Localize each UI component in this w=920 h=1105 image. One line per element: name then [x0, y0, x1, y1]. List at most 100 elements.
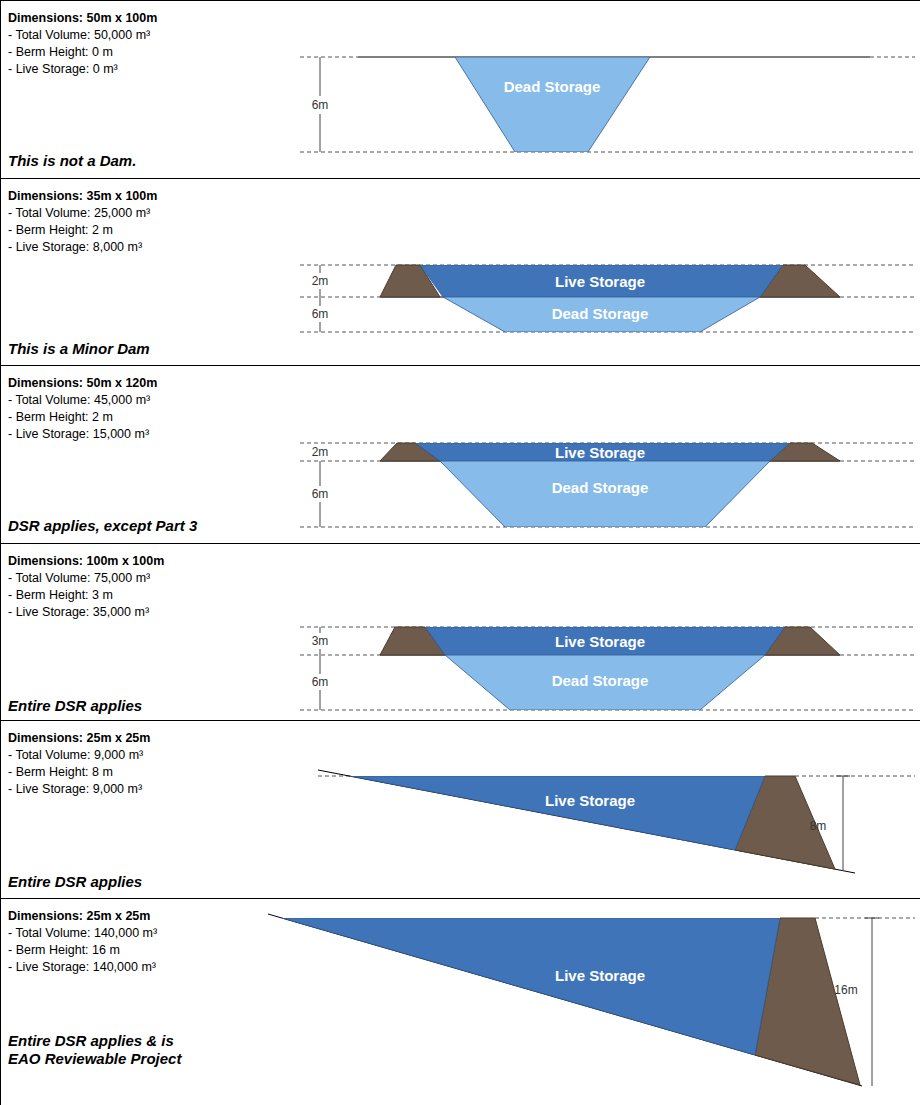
height-marker — [836, 776, 850, 777]
spec-line: - Berm Height: 3 m — [8, 587, 113, 603]
spec-line: - Total Volume: 25,000 m³ — [8, 205, 150, 221]
dimensions-heading: Dimensions: 35m x 100m — [8, 188, 157, 204]
reference-line — [870, 57, 915, 58]
storage-fill — [455, 57, 650, 152]
height-value: 6m — [312, 676, 329, 689]
height-value: 3m — [312, 635, 329, 648]
height-marker — [872, 918, 873, 1086]
reference-line — [840, 461, 915, 462]
classification-note: Entire DSR applies & is EAO Reviewable P… — [8, 1032, 208, 1068]
storage-label: Dead Storage — [504, 79, 601, 94]
height-marker — [320, 649, 321, 655]
reference-line — [300, 461, 380, 462]
spec-line: - Total Volume: 75,000 m³ — [8, 570, 150, 586]
height-marker — [320, 461, 321, 486]
spec-line: - Berm Height: 8 m — [8, 764, 113, 780]
height-marker — [320, 57, 321, 96]
reference-line — [840, 655, 915, 656]
spec-line: - Berm Height: 2 m — [8, 222, 113, 238]
spec-line: - Total Volume: 50,000 m³ — [8, 27, 150, 43]
height-marker — [320, 502, 321, 527]
height-marker — [320, 627, 321, 633]
dimensions-heading: Dimensions: 50m x 100m — [8, 10, 157, 26]
storage-shape — [455, 57, 650, 152]
spec-line: - Berm Height: 0 m — [8, 44, 113, 60]
row-divider — [0, 543, 920, 544]
storage-region: Live Storage — [350, 776, 765, 850]
height-marker — [843, 776, 844, 871]
height-marker — [320, 297, 321, 306]
storage-label: Live Storage — [555, 445, 645, 460]
storage-shape — [350, 776, 765, 850]
height-marker — [865, 918, 879, 919]
storage-fill — [445, 655, 765, 710]
height-value: 6m — [312, 308, 329, 321]
classification-note: DSR applies, except Part 3 — [8, 517, 208, 535]
row-divider — [0, 0, 920, 1]
spec-line: - Live Storage: 15,000 m³ — [8, 426, 149, 442]
height-marker — [320, 322, 321, 332]
classification-note: This is not a Dam. — [8, 152, 208, 170]
dimensions-heading: Dimensions: 25m x 25m — [8, 908, 150, 924]
storage-fill — [415, 443, 790, 461]
storage-fill — [420, 265, 783, 297]
classification-note: Entire DSR applies — [8, 873, 208, 891]
storage-region: Dead Storage — [445, 655, 765, 710]
reference-line — [795, 776, 915, 777]
storage-label: Dead Storage — [552, 480, 649, 495]
spec-line: - Berm Height: 2 m — [8, 409, 113, 425]
storage-region: Live Storage — [282, 918, 780, 1055]
row-divider — [0, 720, 920, 721]
reference-line — [300, 655, 380, 656]
storage-fill — [425, 627, 785, 655]
spec-line: - Live Storage: 9,000 m³ — [8, 781, 142, 797]
height-value: 16m — [834, 984, 857, 997]
row-divider — [0, 898, 920, 899]
height-value: 2m — [312, 446, 329, 459]
reference-line — [300, 152, 915, 153]
storage-shape — [282, 918, 780, 1055]
storage-region: Live Storage — [425, 627, 785, 655]
height-marker — [320, 690, 321, 710]
height-marker — [320, 114, 321, 152]
storage-label: Live Storage — [555, 274, 645, 289]
storage-label: Live Storage — [545, 793, 635, 808]
dimensions-heading: Dimensions: 50m x 120m — [8, 375, 157, 391]
storage-region: Dead Storage — [440, 461, 770, 527]
storage-label: Dead Storage — [552, 673, 649, 688]
height-value: 6m — [312, 488, 329, 501]
classification-note: Entire DSR applies — [8, 697, 208, 715]
height-value: 2m — [312, 275, 329, 288]
classification-note: This is a Minor Dam — [8, 340, 208, 358]
height-marker — [320, 289, 321, 297]
storage-region: Dead Storage — [455, 57, 650, 152]
ground-line — [318, 770, 855, 873]
spec-line: - Live Storage: 8,000 m³ — [8, 239, 142, 255]
table-border — [0, 0, 1, 1105]
height-value: 8m — [810, 820, 827, 833]
storage-region: Live Storage — [420, 265, 783, 297]
spec-line: - Live Storage: 0 m³ — [8, 61, 118, 77]
spec-line: - Live Storage: 140,000 m³ — [8, 959, 156, 975]
spec-line: - Total Volume: 140,000 m³ — [8, 925, 157, 941]
height-marker — [320, 265, 321, 273]
storage-label: Live Storage — [555, 968, 645, 983]
ground-line — [268, 914, 862, 1086]
storage-fill — [443, 297, 760, 332]
spec-line: - Total Volume: 9,000 m³ — [8, 747, 143, 763]
storage-region: Live Storage — [415, 443, 790, 461]
row-divider — [0, 365, 920, 366]
reference-line — [300, 297, 380, 298]
spec-line: - Berm Height: 16 m — [8, 942, 120, 958]
storage-fill — [440, 461, 770, 527]
storage-region: Dead Storage — [443, 297, 760, 332]
spec-line: - Total Volume: 45,000 m³ — [8, 392, 150, 408]
reference-line — [840, 297, 915, 298]
storage-fill — [282, 918, 780, 1055]
spec-line: - Live Storage: 35,000 m³ — [8, 604, 149, 620]
height-value: 6m — [312, 99, 329, 112]
storage-label: Dead Storage — [552, 306, 649, 321]
dimensions-heading: Dimensions: 25m x 25m — [8, 730, 150, 746]
reference-line — [300, 57, 358, 58]
